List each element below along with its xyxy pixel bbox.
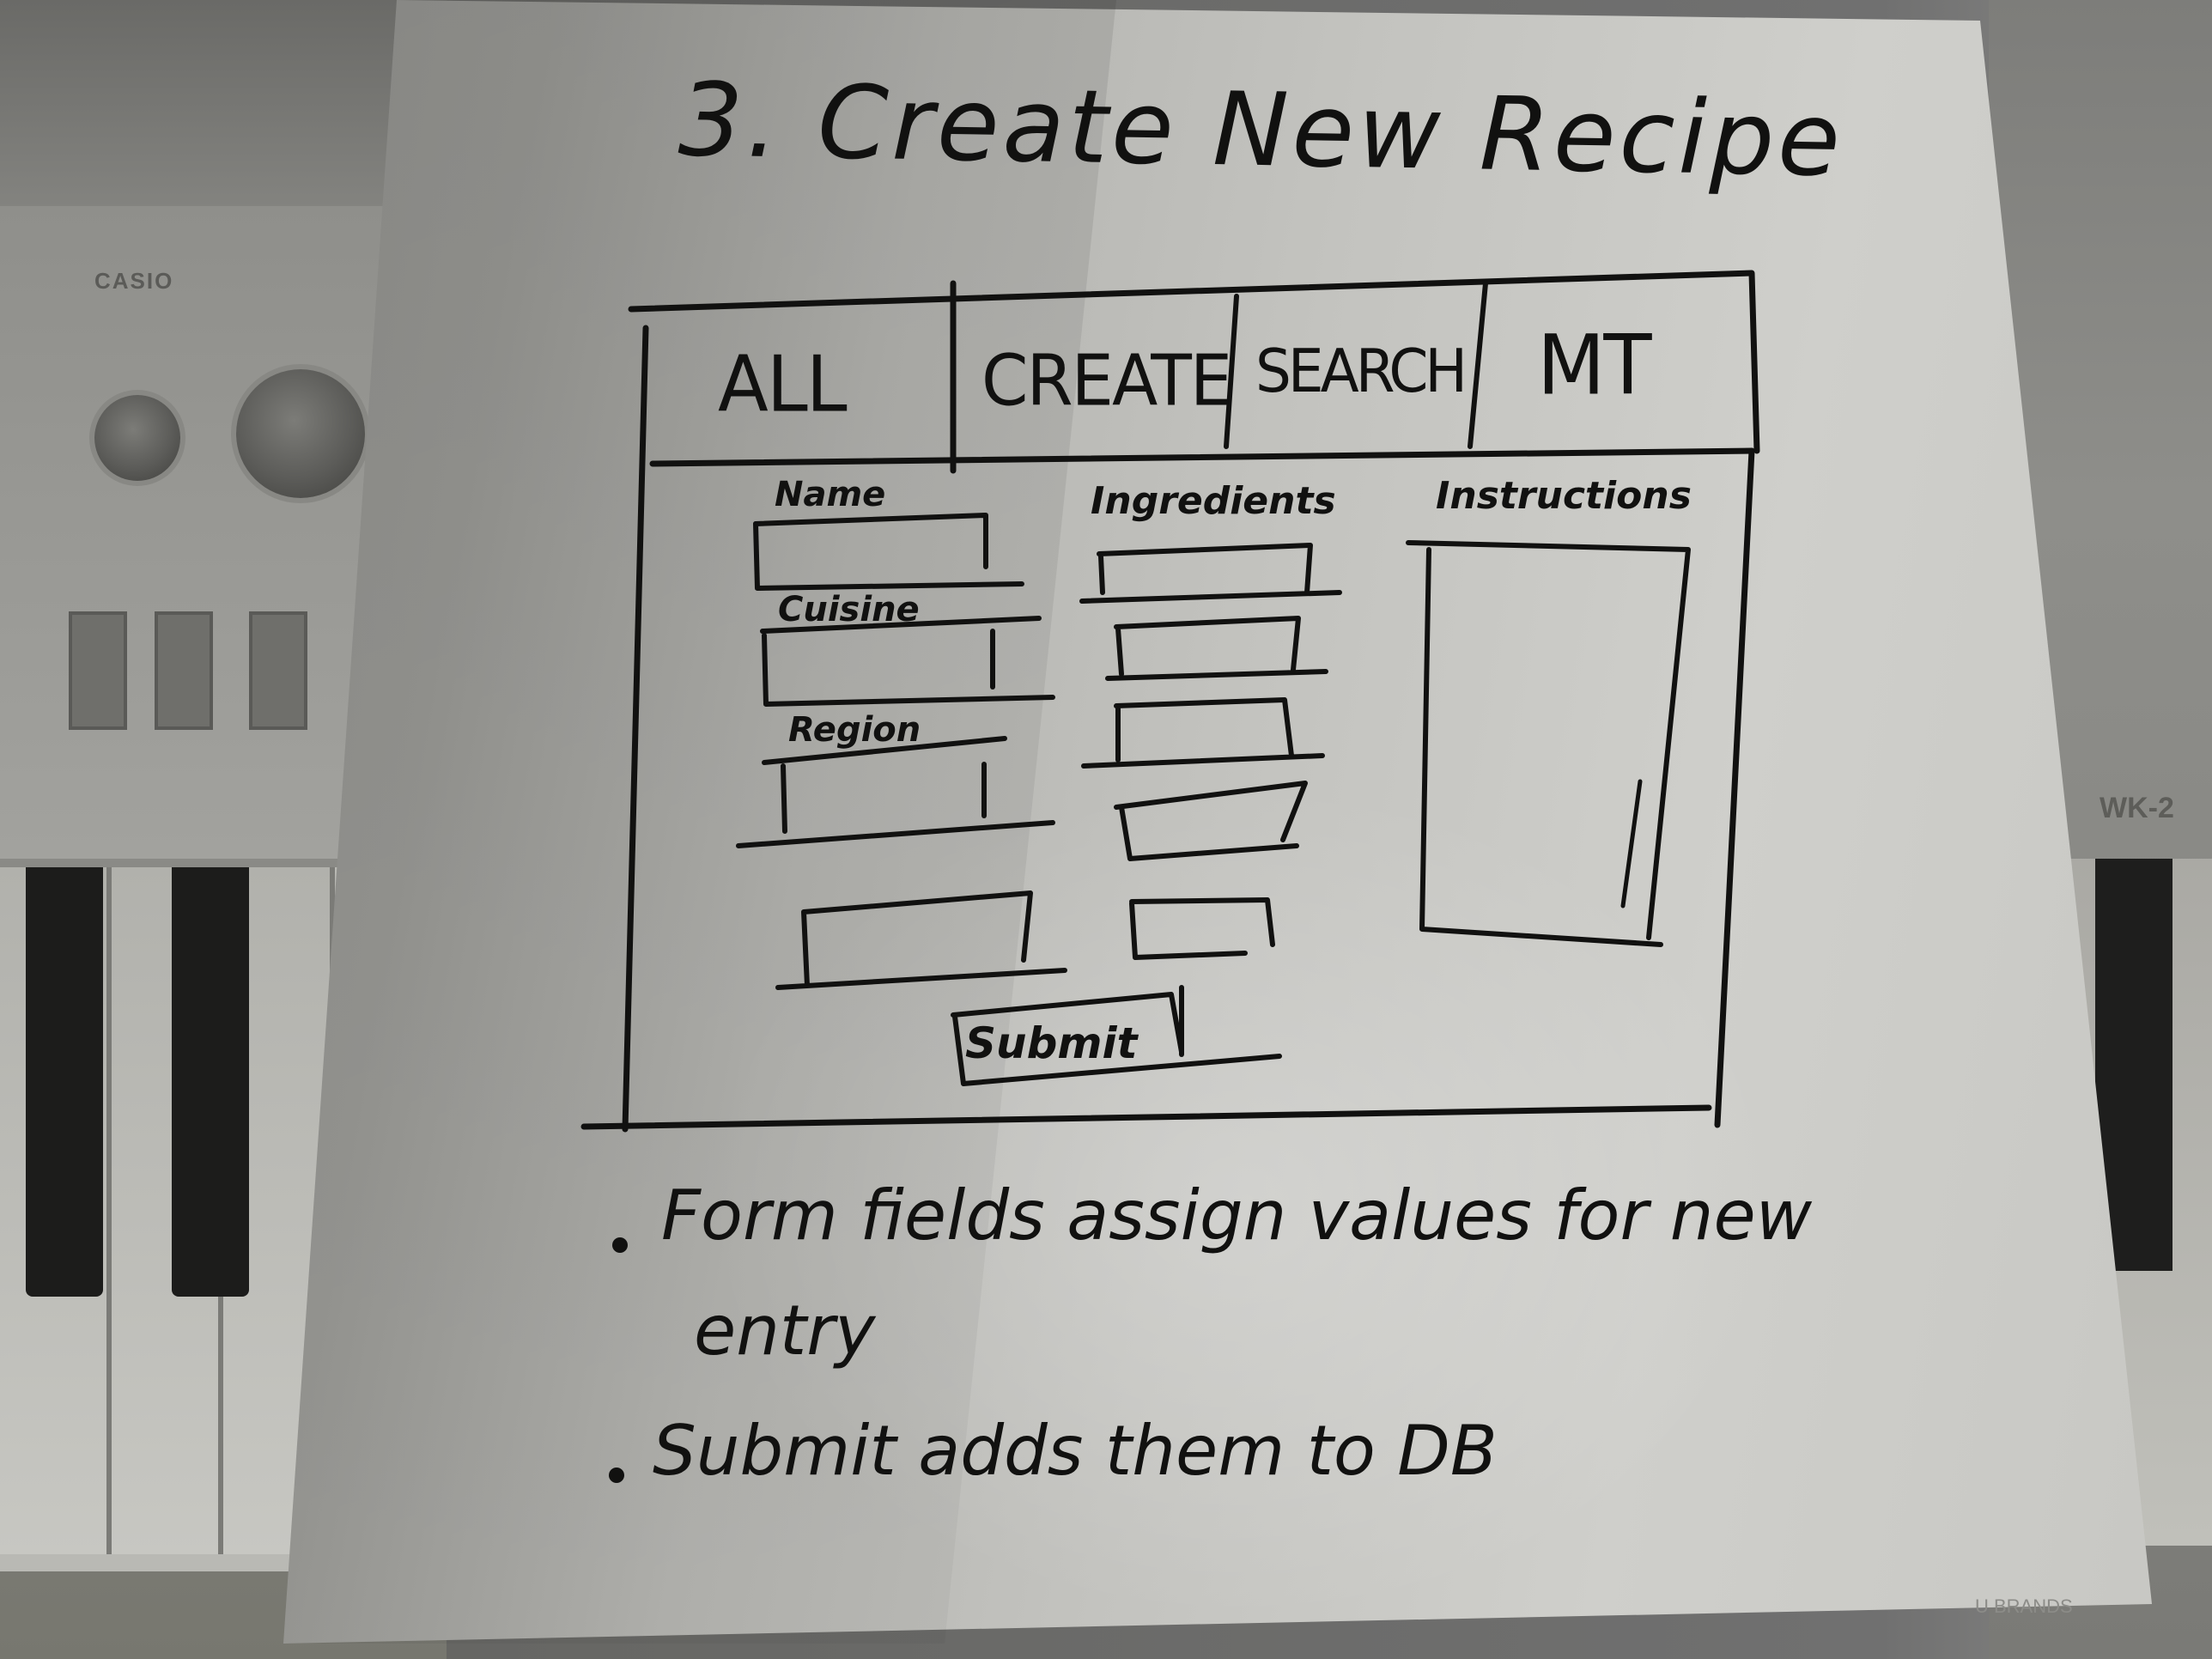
extra-field [775,890,1067,990]
tab-my: MT [1537,317,1652,414]
ingredient-field [1114,781,1308,861]
instructions-textarea [1406,540,1691,940]
dial-knob [236,369,365,498]
keyboard-brand: CASIO [94,268,174,294]
cuisine-label: Cuisine [778,590,920,629]
black-key [172,867,249,1297]
frame-bottom [580,1104,1712,1130]
ingredients-label: Ingredients [1091,479,1336,523]
tab-all: ALL [718,339,848,430]
name-label: Name [775,475,886,514]
ingredient-field [1129,897,1275,960]
frame-top [628,270,1760,454]
note-line-1: Form fields assign values for new [661,1176,1813,1255]
cuisine-field [760,616,1042,634]
black-key [26,867,103,1297]
instructions-textarea [1620,779,1643,908]
keyboard-pad [249,611,307,730]
frame-right [1714,447,1755,1128]
instructions-label: Instructions [1436,474,1692,518]
keyboard-pad [155,611,213,730]
submit-sketch-button [951,992,1282,1086]
region-field [736,763,1055,848]
tab-separator [1468,281,1488,449]
name-field [753,513,988,569]
note-line-1-cont: entry [694,1291,876,1370]
tab-create: CREATE [981,340,1232,422]
instructions-textarea [1419,547,1663,947]
paper-brand: U BRANDS [1975,1595,2073,1617]
region-field [762,736,1007,765]
frame-left [622,325,649,1133]
ingredient-field [1105,616,1328,681]
keyboard-panel [0,206,404,859]
bullet [612,1237,628,1253]
keyboard-pad [69,611,127,730]
note-line-2: Submit adds them to DB [653,1411,1498,1491]
submit-label: Submit [965,1018,1138,1068]
keyboard-left: CASIO [0,0,447,1659]
name-field [753,521,1024,591]
bullet [609,1468,624,1483]
keyboard-model: WK-2 [2100,792,2174,824]
ingredient-field [1079,543,1342,604]
volume-knob [94,395,180,481]
region-label: Region [788,710,921,750]
tab-separator [1224,294,1239,449]
sketch-title: 3. Create New Recipe [677,60,1845,199]
tab-search: SEARCH [1255,337,1468,406]
nav-divider [649,447,1755,467]
ingredient-field [1081,697,1325,769]
cuisine-field [762,633,1055,707]
